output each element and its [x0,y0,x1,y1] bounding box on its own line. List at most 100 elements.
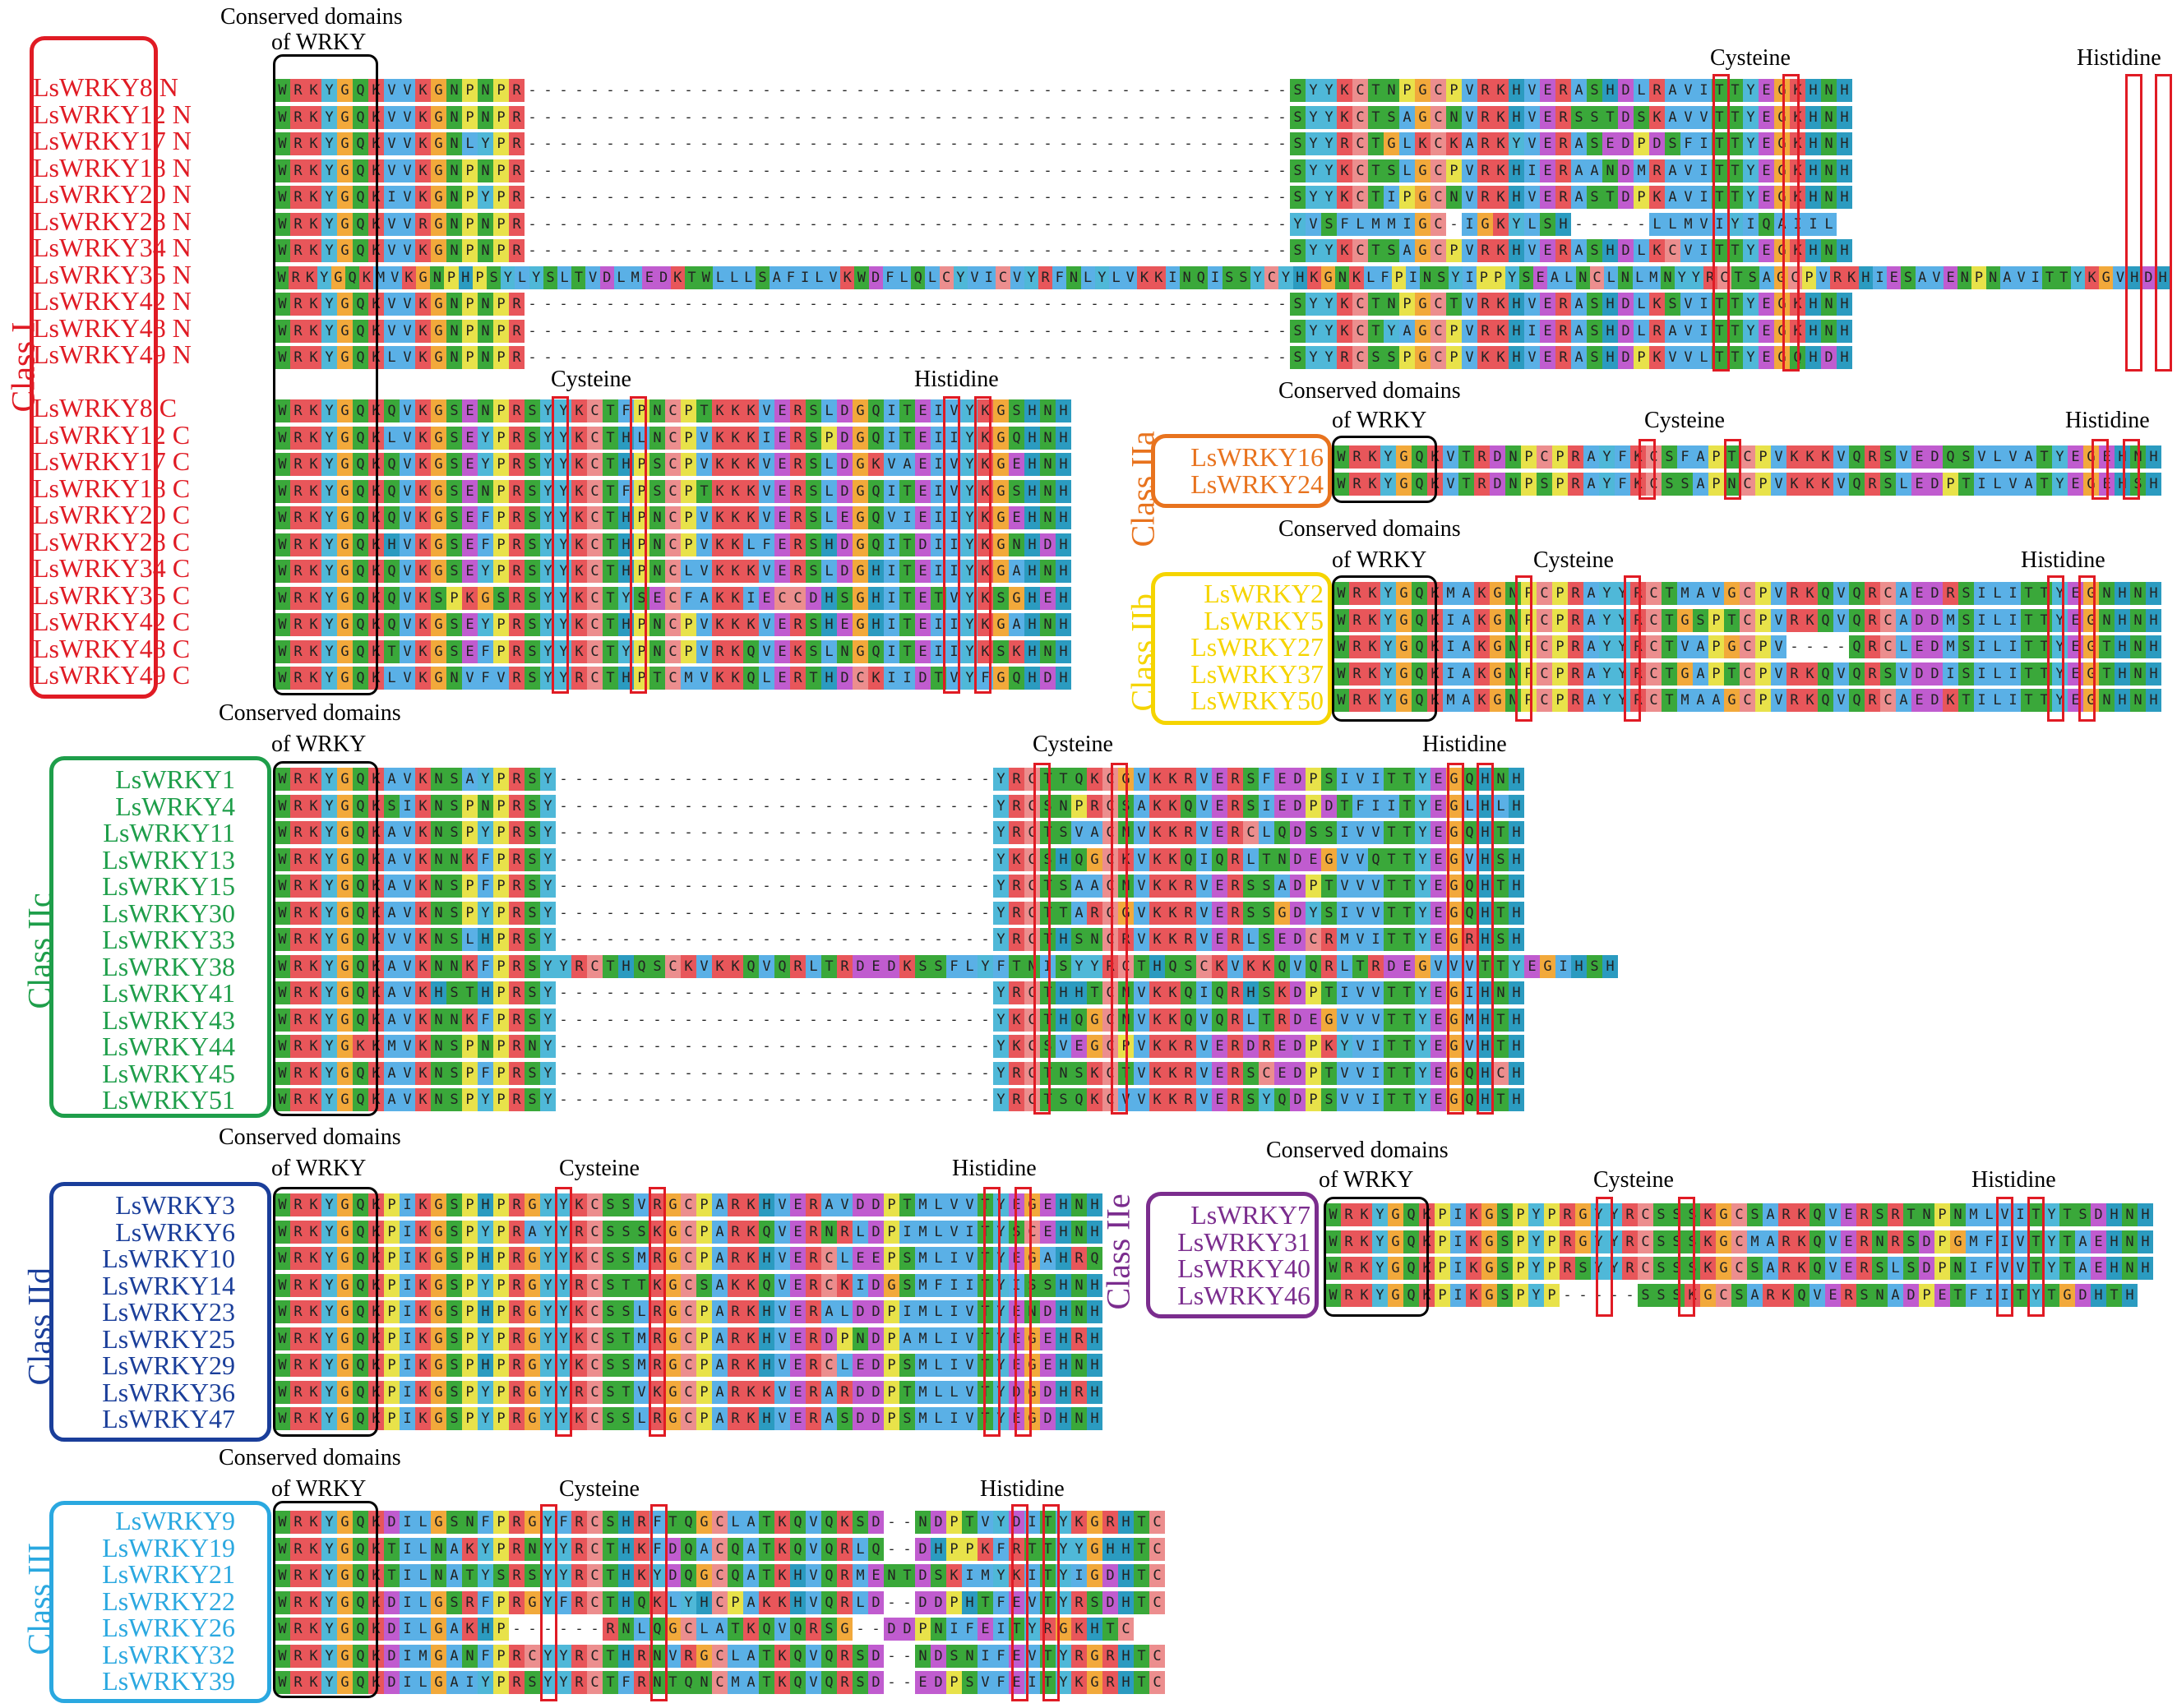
residue: H [1056,981,1071,1004]
residue: P [1634,132,1649,155]
residue: R [290,186,306,209]
residue: - [1212,293,1227,316]
residue: G [1446,1088,1462,1111]
residue: - [618,1008,634,1032]
residue: K [1818,472,1833,496]
residue: C [1537,689,1552,712]
residue: H [2115,472,2130,496]
residue: Y [1727,212,1743,236]
residue: K [1165,1035,1181,1058]
residue: G [431,426,446,450]
residue: T [1712,239,1727,262]
residue: - [790,901,806,925]
residue: - [618,1061,634,1085]
residue: R [1622,1257,1638,1280]
residue: P [1071,794,1087,818]
residue: E [853,1247,868,1270]
residue: M [1646,265,1661,289]
residue: R [837,1671,853,1694]
residue: C [712,1644,728,1668]
residue: Y [540,1035,556,1058]
residue: S [1587,293,1602,316]
residue: P [462,1407,478,1430]
residue: - [603,794,618,818]
residue: N [478,479,493,503]
residue: K [774,1590,790,1614]
residue: C [587,399,603,422]
residue: - [1212,132,1227,155]
residue: L [1462,794,1477,818]
residue: S [1685,1230,1700,1253]
residue: P [493,1511,509,1534]
residue: R [290,453,306,476]
residue: W [275,293,290,316]
residue: I [797,265,812,289]
residue: A [821,1380,837,1404]
residue: R [1622,1203,1638,1226]
residue: - [1243,186,1259,209]
residue: S [1243,794,1259,818]
residue: I [931,506,946,529]
residue: - [540,293,556,316]
residue: C [1352,293,1368,316]
residue: A [1571,293,1587,316]
residue: - [821,981,837,1004]
residue: - [1056,186,1071,209]
residue: C [587,479,603,503]
residue: K [1165,1061,1181,1085]
residue: P [1755,472,1771,496]
residue: R [1337,346,1352,369]
residue: C [1352,159,1368,182]
residue: S [525,875,540,898]
residue: - [821,1008,837,1032]
residue: A [384,768,400,791]
residue: S [446,1380,462,1404]
residue: - [821,1088,837,1111]
iii-his-mark-1 [1011,1504,1028,1701]
residue: T [603,560,618,583]
residue: G [665,1327,681,1350]
residue: D [1927,608,1943,632]
residue: - [790,875,806,898]
residue: - [1196,212,1212,236]
residue: - [712,901,728,925]
residue: H [1477,821,1493,844]
residue: E [2091,1230,2106,1253]
residue: K [415,847,431,871]
residue: W [275,1088,290,1111]
residue: - [1243,159,1259,182]
residue: Q [384,453,400,476]
residue: W [275,768,290,791]
residue: - [868,875,884,898]
residue: - [899,132,915,155]
residue: - [1149,346,1165,369]
residue: K [1149,1008,1165,1032]
residue: D [1290,1061,1306,1085]
residue: K [743,1327,759,1350]
residue: N [1040,426,1056,450]
residue: I [899,1220,915,1244]
residue: S [899,1354,915,1377]
residue: - [931,186,946,209]
residue: R [1349,635,1365,658]
residue: F [1615,472,1630,496]
residue: Y [478,1220,493,1244]
residue: - [1165,186,1181,209]
residue: L [925,265,940,289]
residue: S [1384,105,1399,129]
residue: H [1837,293,1852,316]
residue: L [415,1671,431,1694]
residue: K [1137,265,1152,289]
residue: K [712,586,728,610]
residue: - [1181,293,1196,316]
residue: T [2059,1257,2075,1280]
residue: C [1431,293,1446,316]
residue: K [415,479,431,503]
residue: - [1024,319,1040,343]
residue: I [1368,1061,1384,1085]
residue: G [1384,132,1399,155]
residue: P [493,479,509,503]
residue: C [587,639,603,663]
residue: R [1071,1327,1087,1350]
